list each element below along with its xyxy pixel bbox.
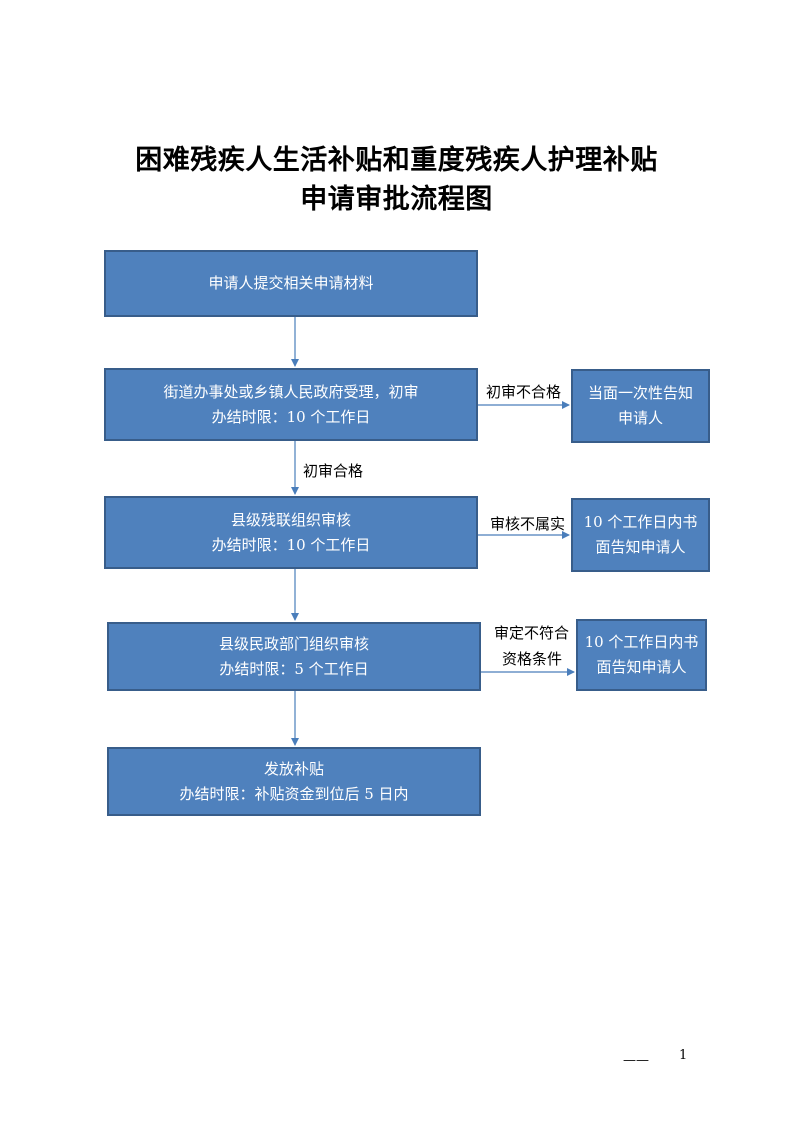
reject-2-label: 审核不属实	[490, 515, 566, 533]
reject-3-label-line-2: 资格条件	[502, 650, 563, 668]
step-3-line-1: 县级残联组织审核	[230, 510, 351, 529]
reject-1-line-2: 申请人	[617, 409, 663, 427]
step-4-line-2: 办结时限：5 个工作日	[219, 659, 369, 678]
reject-2-line-1: 10 个工作日内书	[583, 513, 698, 531]
step-2-line-1: 街道办事处或乡镇人民政府受理，初审	[163, 382, 419, 401]
title-line-2: 申请审批流程图	[300, 184, 493, 215]
step-5-line-1: 发放补贴	[263, 759, 324, 778]
reject-3-box: 10 个工作日内书 面告知申请人	[576, 619, 707, 691]
reject-2-line-2: 面告知申请人	[595, 538, 686, 556]
reject-1-box: 当面一次性告知 申请人	[571, 369, 710, 443]
reject-1-label: 初审不合格	[486, 383, 562, 401]
reject-3-label-line-1: 审定不符合	[494, 624, 570, 642]
step-2-line-2: 办结时限：10 个工作日	[211, 407, 371, 426]
step-3-line-2: 办结时限：10 个工作日	[211, 535, 371, 554]
step-5-line-2: 办结时限：补贴资金到位后 5 日内	[179, 784, 409, 803]
reject-1-line-1: 当面一次性告知	[587, 384, 693, 402]
step-5-box: 发放补贴 办结时限：补贴资金到位后 5 日内	[107, 747, 481, 816]
title-line-1: 困难残疾人生活补贴和重度残疾人护理补贴	[135, 145, 658, 176]
footer-dash: ——	[623, 1053, 649, 1068]
reject-2-box: 10 个工作日内书 面告知申请人	[571, 498, 710, 572]
reject-3-line-1: 10 个工作日内书	[584, 633, 699, 651]
step-3-box: 县级残联组织审核 办结时限：10 个工作日	[104, 496, 478, 569]
step-2-box: 街道办事处或乡镇人民政府受理，初审 办结时限：10 个工作日	[104, 368, 478, 441]
step-4-box: 县级民政部门组织审核 办结时限：5 个工作日	[107, 622, 481, 691]
page-number: 1	[679, 1048, 688, 1063]
step-1-box: 申请人提交相关申请材料	[104, 250, 478, 317]
step-1-text: 申请人提交相关申请材料	[208, 274, 374, 292]
pass-label: 初审合格	[303, 462, 364, 480]
reject-3-line-2: 面告知申请人	[596, 658, 687, 676]
step-4-line-1: 县级民政部门组织审核	[218, 634, 369, 653]
